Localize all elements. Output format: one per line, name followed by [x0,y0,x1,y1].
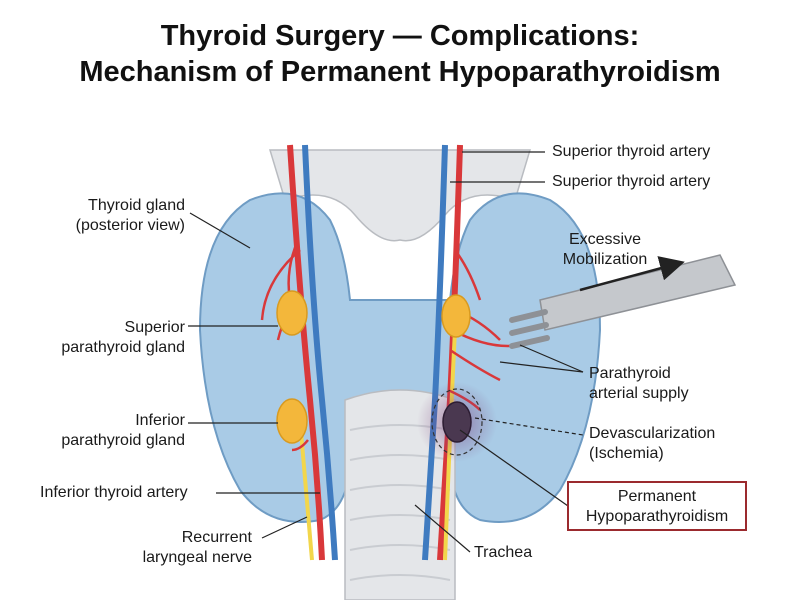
title-line-1: Thyroid Surgery — Complications: [160,20,640,52]
label-trachea: Trachea [474,544,533,561]
label-parathyroid-arterial-supply: Parathyroid arterial supply [589,365,689,402]
leader-nerve [261,516,308,539]
left-vein [302,144,338,561]
title-line-2: Mechanism of Permanent Hypoparathyroidis… [79,56,721,88]
outcome-box: Permanent Hypoparathyroidism [567,481,747,531]
ischemia-outline [431,388,483,456]
mobilization-arrow [579,256,685,292]
leader-trachea [414,504,471,553]
left-inferior-parathyroid [276,398,308,444]
label-inferior-parathyroid: Inferior parathyroid gland [61,412,185,449]
leader-parathyroid-supply-1 [499,361,584,373]
label-thyroid-gland: Thyroid gland (posterior view) [75,197,185,234]
ischemic-parathyroid [442,401,472,443]
leader-outcome [459,429,569,507]
left-artery [287,144,325,561]
left-superior-parathyroid [276,290,308,336]
thyroid-cartilage [268,149,532,242]
label-superior-parathyroid: Superior parathyroid gland [61,319,185,356]
label-superior-thyroid-artery-1: Superior thyroid artery [552,143,711,160]
label-inferior-thyroid-artery: Inferior thyroid artery [40,484,188,501]
right-superior-parathyroid [441,294,471,338]
label-recurrent-laryngeal-nerve: Recurrent laryngeal nerve [142,529,252,566]
label-devascularization: Devascularization (Ischemia) [589,425,716,462]
outcome-line-1: Permanent [617,488,697,505]
label-superior-thyroid-artery-2: Superior thyroid artery [552,173,711,190]
page-title: Thyroid Surgery — Complications: Mechani… [0,18,800,90]
leader-parathyroid-supply-2 [519,344,584,373]
leader-devascularization [474,417,584,436]
outcome-line-2: Hypoparathyroidism [585,508,729,525]
leader-thyroid-gland [189,212,251,249]
label-excessive-mobilization: Excessive Mobilization [562,231,648,268]
